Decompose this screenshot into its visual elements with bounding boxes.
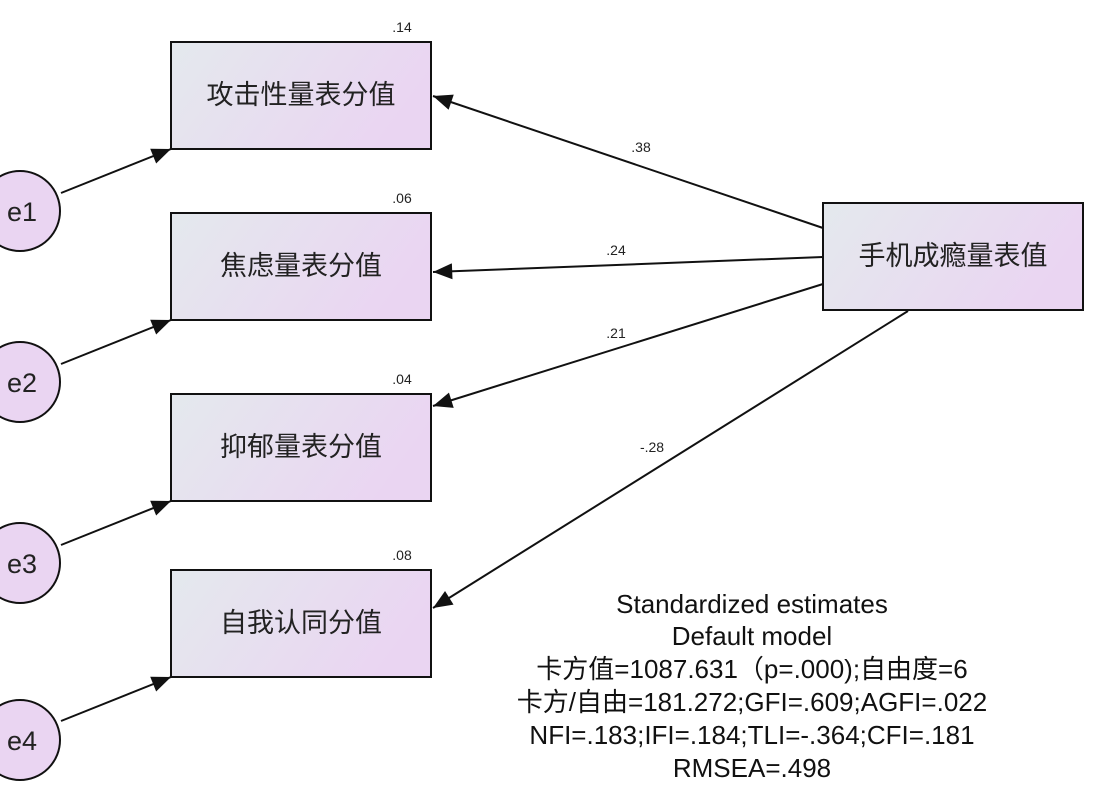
- r2-label-1: .14: [392, 19, 412, 35]
- error-circle-1: e1: [0, 170, 61, 252]
- error-circle-3: e3: [0, 522, 61, 604]
- path-coef-4: -.28: [640, 439, 664, 455]
- observed-box-1: 攻击性量表分值 .14: [170, 19, 432, 150]
- error-label-4: e4: [7, 726, 37, 756]
- predictor-label: 手机成瘾量表值: [859, 241, 1048, 272]
- path-arrow-3: [432, 283, 824, 408]
- fit-line-1: Standardized estimates: [616, 589, 888, 619]
- path-coef-2: .24: [606, 242, 626, 258]
- observed-label-1: 攻击性量表分值: [207, 80, 396, 111]
- error-arrow-1: [60, 148, 172, 194]
- path-arrow-1: [432, 94, 824, 229]
- fit-line-2: Default model: [672, 621, 832, 651]
- error-arrow-3: [60, 500, 172, 546]
- observed-label-3: 抑郁量表分值: [220, 432, 382, 463]
- error-label-3: e3: [7, 549, 37, 579]
- path-arrow-2: [432, 256, 824, 280]
- fit-line-4: 卡方/自由=181.272;GFI=.609;AGFI=.022: [517, 687, 987, 717]
- error-arrow-2: [60, 319, 172, 365]
- error-circle-4: e4: [0, 699, 61, 781]
- fit-line-5: NFI=.183;IFI=.184;TLI=-.364;CFI=.181: [529, 720, 974, 750]
- observed-label-2: 焦虑量表分值: [220, 251, 382, 282]
- fit-statistics: Standardized estimates Default model 卡方值…: [517, 589, 987, 783]
- observed-box-3: 抑郁量表分值 .04: [170, 371, 432, 502]
- observed-box-2: 焦虑量表分值 .06: [170, 190, 432, 321]
- fit-line-6: RMSEA=.498: [673, 753, 831, 783]
- error-label-2: e2: [7, 368, 37, 398]
- path-coef-1: .38: [631, 139, 651, 155]
- observed-box-4: 自我认同分值 .08: [170, 547, 432, 678]
- predictor-box: 手机成瘾量表值: [822, 202, 1084, 311]
- error-arrow-4: [60, 676, 172, 722]
- r2-label-2: .06: [392, 190, 412, 206]
- r2-label-4: .08: [392, 547, 412, 563]
- error-label-1: e1: [7, 197, 37, 227]
- path-arrow-4: [432, 310, 909, 609]
- r2-label-3: .04: [392, 371, 412, 387]
- error-circle-2: e2: [0, 341, 61, 423]
- path-coef-3: .21: [606, 325, 626, 341]
- fit-line-3: 卡方值=1087.631（p=.000);自由度=6: [536, 654, 967, 684]
- observed-label-4: 自我认同分值: [220, 608, 382, 639]
